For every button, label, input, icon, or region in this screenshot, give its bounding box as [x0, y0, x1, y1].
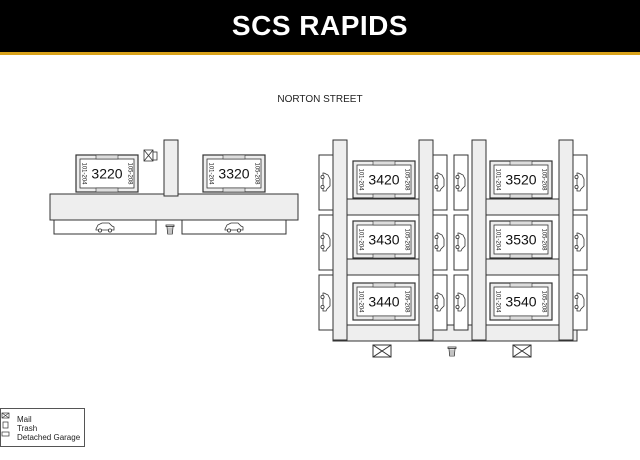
building-number: 3520 — [505, 172, 536, 188]
unit-range-right: 105-208 — [126, 162, 132, 185]
legend-icons — [1, 412, 10, 437]
building-3420: 3420 101-204 105-208 — [352, 160, 416, 199]
unit-range-right: 105-208 — [540, 290, 546, 313]
header-accent-line — [0, 52, 640, 55]
building-number: 3320 — [218, 166, 249, 182]
trash-icon — [2, 421, 9, 429]
unit-range-left: 101-204 — [80, 162, 86, 185]
building-number: 3440 — [368, 294, 399, 310]
east-path-3 — [471, 139, 487, 341]
unit-range-left: 101-204 — [494, 228, 500, 251]
unit-range-left: 101-204 — [357, 290, 363, 313]
building-3320: 3320 101-204 105-208 — [202, 154, 266, 193]
legend-label-garage: Detached Garage — [17, 433, 81, 442]
east-path-1 — [332, 139, 348, 341]
page-title: SCS RAPIDS — [231, 10, 409, 41]
building-number: 3420 — [368, 172, 399, 188]
unit-range-right: 105-208 — [403, 228, 409, 251]
unit-range-right: 105-208 — [540, 228, 546, 251]
legend-label-trash: Trash — [17, 424, 38, 433]
building-number: 3530 — [505, 232, 536, 248]
west-complex — [49, 139, 299, 235]
legend: Mail Trash Detached Garage — [0, 408, 85, 447]
west-path — [163, 139, 179, 197]
trash-icon — [165, 224, 175, 235]
trash-icon — [447, 346, 457, 357]
mail-icon — [512, 344, 532, 358]
unit-range-right: 105-208 — [403, 168, 409, 191]
mail-icon — [143, 149, 154, 162]
east-path-4 — [558, 139, 574, 341]
building-number: 3540 — [505, 294, 536, 310]
east-path-2 — [418, 139, 434, 341]
building-3220: 3220 101-204 105-208 — [75, 154, 139, 193]
building-number: 3220 — [91, 166, 122, 182]
building-3540: 3540 101-204 105-208 — [489, 282, 553, 321]
west-walkway — [49, 193, 299, 221]
building-number: 3430 — [368, 232, 399, 248]
unit-range-left: 101-204 — [494, 290, 500, 313]
unit-range-right: 105-208 — [253, 162, 259, 185]
unit-range-left: 101-204 — [494, 168, 500, 191]
unit-range-left: 101-204 — [357, 228, 363, 251]
mail-icon — [1, 412, 10, 419]
building-3430: 3430 101-204 105-208 — [352, 220, 416, 259]
street-label: NORTON STREET — [277, 94, 363, 105]
unit-range-left: 101-204 — [357, 168, 363, 191]
building-3530: 3530 101-204 105-208 — [489, 220, 553, 259]
east-complex — [318, 139, 588, 358]
legend-label-mail: Mail — [17, 415, 32, 424]
unit-range-left: 101-204 — [207, 162, 213, 185]
unit-range-right: 105-208 — [403, 290, 409, 313]
garage-icon — [1, 431, 10, 437]
building-3520: 3520 101-204 105-208 — [489, 160, 553, 199]
building-3440: 3440 101-204 105-208 — [352, 282, 416, 321]
header-bar — [0, 0, 640, 52]
unit-range-right: 105-208 — [540, 168, 546, 191]
mail-icon — [372, 344, 392, 358]
